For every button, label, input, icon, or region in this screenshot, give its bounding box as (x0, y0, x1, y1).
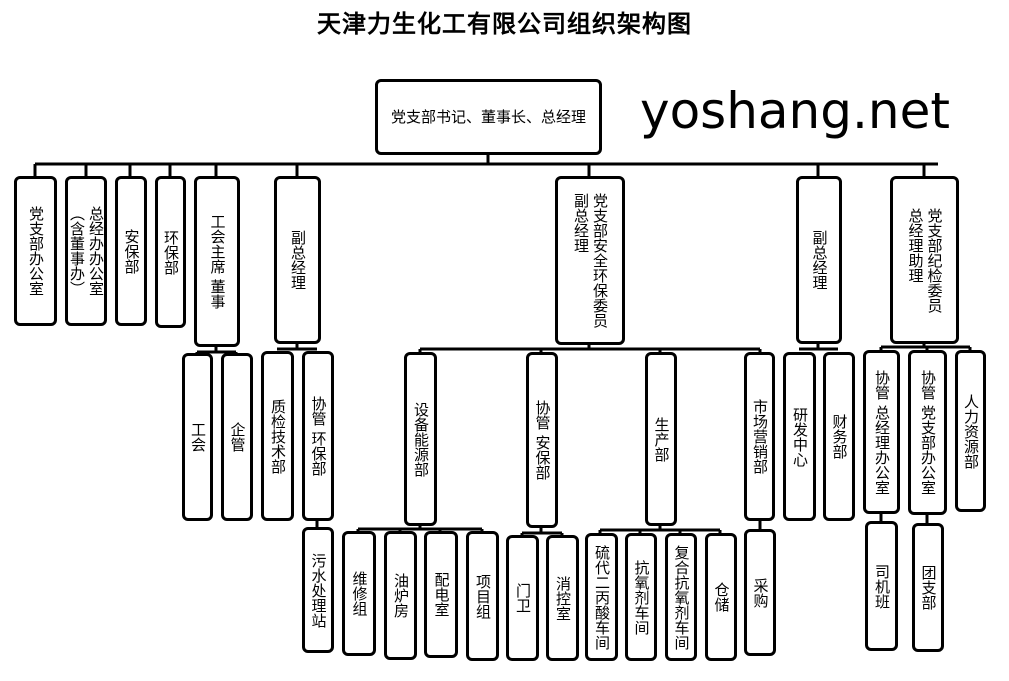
node-label: 协管 安保部 (533, 400, 552, 480)
node-assist-gm-office: 协管 总经理办公室 (863, 350, 900, 514)
node-label: 维修组 (350, 571, 369, 616)
node-label: 党支部书记、董事长、总经理 (390, 107, 586, 126)
node-label: 硫代二丙酸车间 (593, 544, 611, 650)
node-label: 油炉房 (392, 573, 410, 618)
node-security: 安保部 (115, 176, 147, 326)
node-label: 设备能源部 (412, 401, 430, 477)
node-label: 质检技术部 (269, 398, 287, 474)
node-label: 企管 (228, 422, 247, 452)
node-guard: 门卫 (506, 535, 539, 661)
node-quality: 质检技术部 (261, 351, 294, 521)
node-production: 生产部 (645, 352, 677, 526)
node-label: 环保部 (162, 229, 180, 275)
node-label: 财务部 (830, 414, 849, 459)
node-maintenance: 维修组 (342, 531, 376, 656)
node-storage: 仓储 (705, 533, 737, 661)
node-assist-party-office: 协管 党支部办公室 (908, 350, 947, 515)
node-wastewater: 污水处理站 (302, 527, 334, 653)
node-label: 总经办办公室 （含董事办） (68, 206, 105, 296)
node-hr: 人力资源部 (955, 350, 986, 512)
node-label: 项目组 (474, 573, 492, 619)
node-purchasing: 采购 (744, 529, 776, 656)
node-workshop-antioxidant: 抗氧剂车间 (625, 533, 657, 661)
node-label: 副总经理 (810, 230, 829, 290)
node-party-office: 党支部办公室 (14, 176, 57, 326)
watermark: yoshang.net (640, 82, 950, 140)
node-assist-environment: 协管 环保部 (302, 351, 334, 521)
node-general-office: 总经办办公室 （含董事办） (65, 176, 107, 326)
node-youth-league: 团支部 (912, 523, 944, 652)
node-label: 党支部安全环保委员 副总经理 (572, 193, 609, 328)
node-vice-gm-1: 副总经理 (274, 176, 321, 344)
node-label: 团支部 (919, 565, 938, 610)
node-label: 工会主席 董事 (208, 214, 227, 309)
node-label: 安保部 (122, 228, 141, 274)
node-label: 副总经理 (289, 230, 307, 290)
node-label: 司机班 (873, 563, 891, 609)
node-label: 协管 环保部 (309, 396, 328, 476)
node-fire-control: 消控室 (546, 535, 579, 661)
node-label: 抗氧剂车间 (632, 559, 651, 635)
node-label: 生产部 (652, 416, 671, 462)
node-workshop-thio: 硫代二丙酸车间 (585, 533, 618, 661)
node-label: 采购 (751, 577, 770, 608)
node-vice-gm-safety: 党支部安全环保委员 副总经理 (555, 176, 625, 345)
node-equipment-energy: 设备能源部 (404, 352, 437, 526)
node-label: 研发中心 (791, 406, 809, 467)
node-label: 党支部办公室 (27, 206, 45, 296)
node-label: 消控室 (554, 575, 572, 621)
node-label: 复合抗氧剂车间 (672, 544, 691, 650)
node-label: 人力资源部 (962, 393, 980, 469)
node-vice-gm-2: 副总经理 (796, 176, 842, 344)
node-label: 市场营销部 (751, 399, 769, 474)
node-boiler-room: 油炉房 (384, 531, 417, 660)
node-rnd: 研发中心 (783, 352, 816, 521)
node-union: 工会 (182, 353, 213, 521)
node-management: 企管 (221, 353, 253, 521)
node-label: 门卫 (514, 583, 532, 613)
node-assist-security: 协管 安保部 (526, 352, 558, 528)
node-union-chair: 工会主席 董事 (194, 176, 240, 347)
node-workshop-compound: 复合抗氧剂车间 (665, 533, 697, 661)
chart-title: 天津力生化工有限公司组织架构图 (317, 9, 692, 38)
node-power-room: 配电室 (424, 531, 458, 658)
node-finance: 财务部 (823, 352, 855, 521)
node-environment: 环保部 (155, 176, 186, 328)
node-label: 配电室 (432, 572, 451, 617)
node-label: 协管 总经理办公室 (873, 369, 891, 495)
node-driver-team: 司机班 (865, 521, 898, 651)
node-gm-assistant: 党支部纪检委员 总经理助理 (890, 176, 959, 344)
node-label: 工会 (189, 422, 207, 452)
node-root: 党支部书记、董事长、总经理 (375, 79, 602, 155)
node-label: 协管 党支部办公室 (919, 370, 937, 495)
node-project-group: 项目组 (466, 531, 499, 661)
node-marketing: 市场营销部 (744, 352, 775, 521)
node-label: 污水处理站 (309, 552, 328, 628)
node-label: 党支部纪检委员 总经理助理 (906, 207, 944, 313)
node-label: 仓储 (712, 582, 731, 612)
